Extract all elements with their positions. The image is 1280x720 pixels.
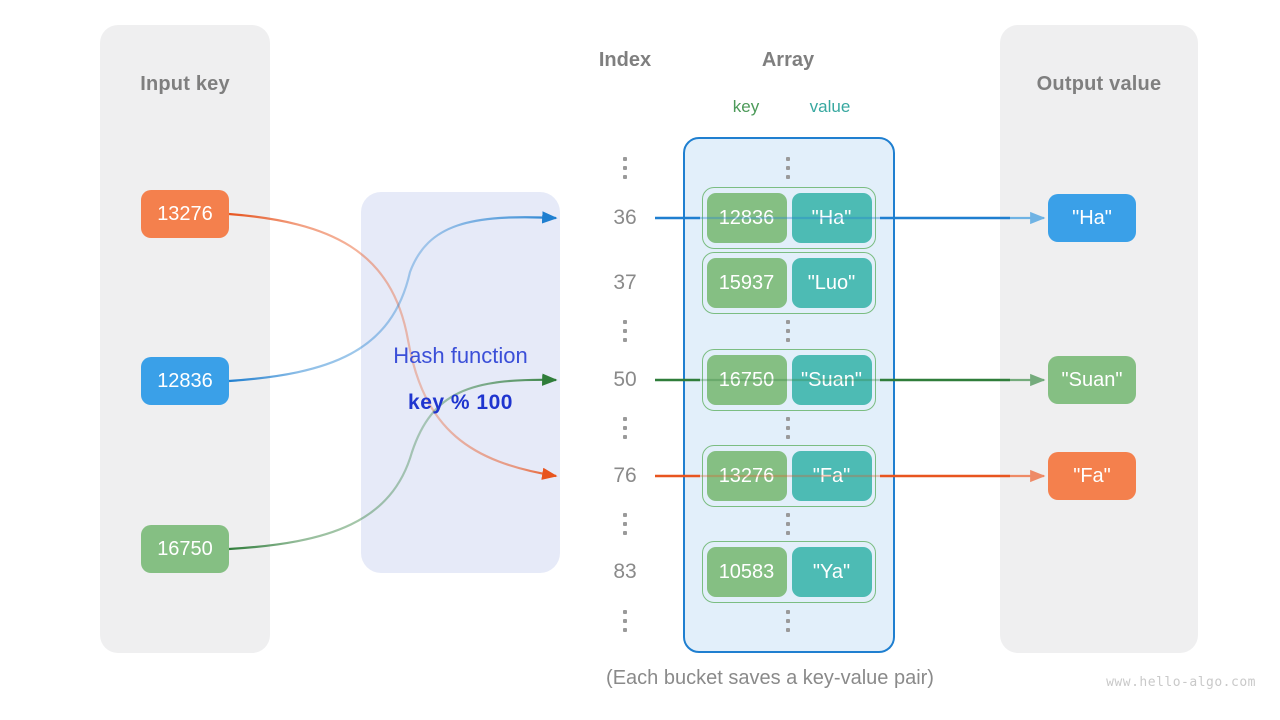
input-key-12836[interactable]: 12836 [141, 357, 229, 405]
bucket-key: 16750 [706, 355, 787, 405]
array-column-header: Array [761, 49, 815, 71]
hash-function-box [361, 192, 560, 573]
index-label-76: 76 [613, 464, 637, 487]
site-watermark: www.hello-algo.com [1106, 675, 1256, 690]
bucket-key: 13276 [706, 451, 787, 501]
index-ellipsis-top [623, 157, 627, 179]
array-ellipsis-1 [786, 320, 790, 342]
index-label-37: 37 [613, 271, 637, 294]
bucket-50[interactable]: 16750 "Suan" [702, 349, 876, 411]
diagram-caption: (Each bucket saves a key-value pair) [606, 667, 934, 689]
index-ellipsis-3 [623, 513, 627, 535]
hash-function-formula: key % 100 [408, 391, 513, 414]
index-label-50: 50 [613, 368, 637, 391]
input-key-16750[interactable]: 16750 [141, 525, 229, 573]
bucket-key: 12836 [706, 193, 787, 243]
bucket-value: "Ha" [791, 193, 872, 243]
key-subheader: key [732, 97, 760, 116]
bucket-value: "Suan" [791, 355, 872, 405]
bucket-key: 10583 [706, 547, 787, 597]
bucket-83[interactable]: 10583 "Ya" [702, 541, 876, 603]
index-label-36: 36 [613, 206, 637, 229]
bucket-37[interactable]: 15937 "Luo" [702, 252, 876, 314]
index-ellipsis-bottom [623, 610, 627, 632]
output-value-panel: Output value [1000, 25, 1198, 653]
bucket-key: 15937 [706, 258, 787, 308]
array-ellipsis-3 [786, 513, 790, 535]
bucket-value: "Fa" [791, 451, 872, 501]
index-ellipsis-2 [623, 417, 627, 439]
output-panel-title: Output value [1036, 73, 1162, 95]
input-panel-title: Input key [140, 73, 230, 95]
input-key-13276[interactable]: 13276 [141, 190, 229, 238]
bucket-76[interactable]: 13276 "Fa" [702, 445, 876, 507]
bucket-36[interactable]: 12836 "Ha" [702, 187, 876, 249]
index-label-83: 83 [613, 560, 637, 583]
value-subheader: value [809, 97, 851, 116]
bucket-value: "Luo" [791, 258, 872, 308]
hash-function-label: Hash function [393, 343, 528, 368]
array-ellipsis-top [786, 157, 790, 179]
output-value-ha[interactable]: "Ha" [1048, 194, 1136, 242]
bucket-value: "Ya" [791, 547, 872, 597]
array-ellipsis-bottom [786, 610, 790, 632]
index-column-header: Index [598, 49, 652, 71]
index-ellipsis-1 [623, 320, 627, 342]
output-value-suan[interactable]: "Suan" [1048, 356, 1136, 404]
array-ellipsis-2 [786, 417, 790, 439]
output-value-fa[interactable]: "Fa" [1048, 452, 1136, 500]
